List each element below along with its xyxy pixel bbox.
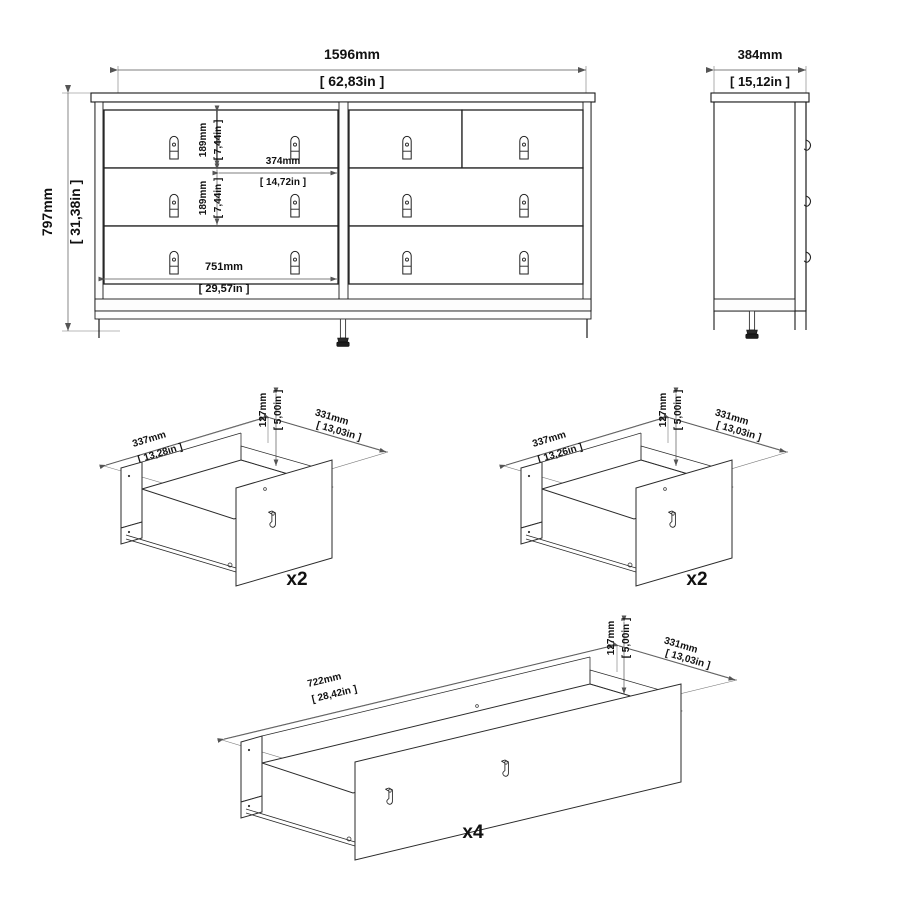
wide-drawer-width-mm: 751mm (205, 261, 243, 273)
wide-drawer-width-dimension: 751mm [ 29,57in ] (98, 261, 337, 295)
leg-side (745, 310, 759, 339)
part-small-drawer-right: 337mm [ 13,26in ] 331mm [ 13,03in ] 127m… (499, 387, 789, 590)
drawer-pull-icon (519, 135, 529, 160)
height-dimension: 127mm [ 5,00in ] (606, 615, 632, 694)
depth-dimension: 331mm [ 13,03in ] (263, 407, 387, 453)
drawer-pull-icon (169, 250, 179, 275)
overall-width-mm: 1596mm (324, 46, 380, 62)
overall-height-mm: 797mm (39, 188, 55, 236)
small-right-height-inch: [ 5,00in ] (673, 390, 684, 431)
drawer-body (120, 432, 334, 587)
depth-dimension: 331mm [ 13,03in ] (612, 635, 736, 681)
drawer-height-row1-inch: [ 7,44in ] (213, 120, 224, 161)
overall-height-dimension: 797mm [ 31,38in ] (39, 85, 120, 332)
drawer-pull-icon (290, 193, 300, 218)
small-left-height-mm: 127mm (258, 393, 269, 428)
drawer-front-wide[interactable] (348, 225, 584, 285)
drawer-front-small[interactable] (103, 109, 218, 169)
side-elevation-view: 384mm [ 15,12in ] (706, 47, 812, 339)
quantity-label: x2 (686, 569, 707, 590)
drawer-pull-icon (169, 135, 179, 160)
front-drawers-right-column (348, 109, 584, 285)
drawer-pull-icon (402, 193, 412, 218)
drawer-pull-icon (519, 193, 529, 218)
wide-width-mm: 722mm (306, 671, 342, 690)
small-drawer-width-inch: [ 14,72in ] (260, 177, 306, 188)
overall-height-inch: [ 31,38in ] (67, 180, 83, 245)
drawer-body (520, 432, 734, 587)
leg-center (336, 318, 350, 347)
drawer-pull-icon (290, 250, 300, 275)
drawer-pull-icon (519, 250, 529, 275)
wide-drawer-width-inch: [ 29,57in ] (199, 283, 250, 295)
part-wide-drawer: 722mm [ 28,42in ] 331mm [ 13,03in ] 127m… (217, 615, 738, 861)
front-elevation-view: 1596mm [ 62,83in ] 797mm [ 31,38in ] (39, 46, 596, 347)
part-small-drawer-left: 337mm [ 13,28in ] 331mm [ 13,03in ] 127m… (99, 387, 389, 590)
side-carcass (710, 92, 812, 339)
drawer-body (240, 656, 683, 861)
drawer-pull-icon (169, 193, 179, 218)
small-drawer-width-mm: 374mm (266, 156, 301, 167)
depth-mm: 384mm (738, 47, 783, 62)
drawer-pull-icon (402, 250, 412, 275)
drawer-height-dimension-row2: 189mm [ 7,44in ] (198, 163, 224, 225)
small-right-height-mm: 127mm (658, 393, 669, 428)
drawer-pull-icon (402, 135, 412, 160)
front-drawers-left-column (103, 109, 339, 285)
depth-inch: [ 15,12in ] (730, 74, 790, 89)
quantity-label: x2 (286, 569, 307, 590)
depth-dimension: 331mm [ 13,03in ] (663, 407, 787, 453)
height-dimension: 127mm [ 5,00in ] (658, 387, 684, 466)
small-left-height-inch: [ 5,00in ] (273, 390, 284, 431)
wide-height-mm: 127mm (606, 621, 617, 656)
overall-width-inch: [ 62,83in ] (320, 73, 385, 89)
depth-dimension: 384mm [ 15,12in ] (706, 47, 807, 100)
drawer-height-dimension-row1: 189mm [ 7,44in ] (198, 105, 224, 167)
drawer-front-wide[interactable] (348, 167, 584, 227)
height-dimension: 127mm [ 5,00in ] (258, 387, 284, 466)
drawer-front-wide[interactable] (103, 225, 339, 285)
drawer-height-row2-inch: [ 7,44in ] (213, 178, 224, 219)
overall-width-dimension: 1596mm [ 62,83in ] (110, 46, 587, 112)
drawer-height-row2-mm: 189mm (198, 181, 209, 216)
small-drawer-width-dimension: 374mm [ 14,72in ] (212, 156, 337, 188)
quantity-label: x4 (462, 822, 484, 843)
drawer-height-row1-mm: 189mm (198, 123, 209, 158)
wide-height-inch: [ 5,00in ] (621, 618, 632, 659)
